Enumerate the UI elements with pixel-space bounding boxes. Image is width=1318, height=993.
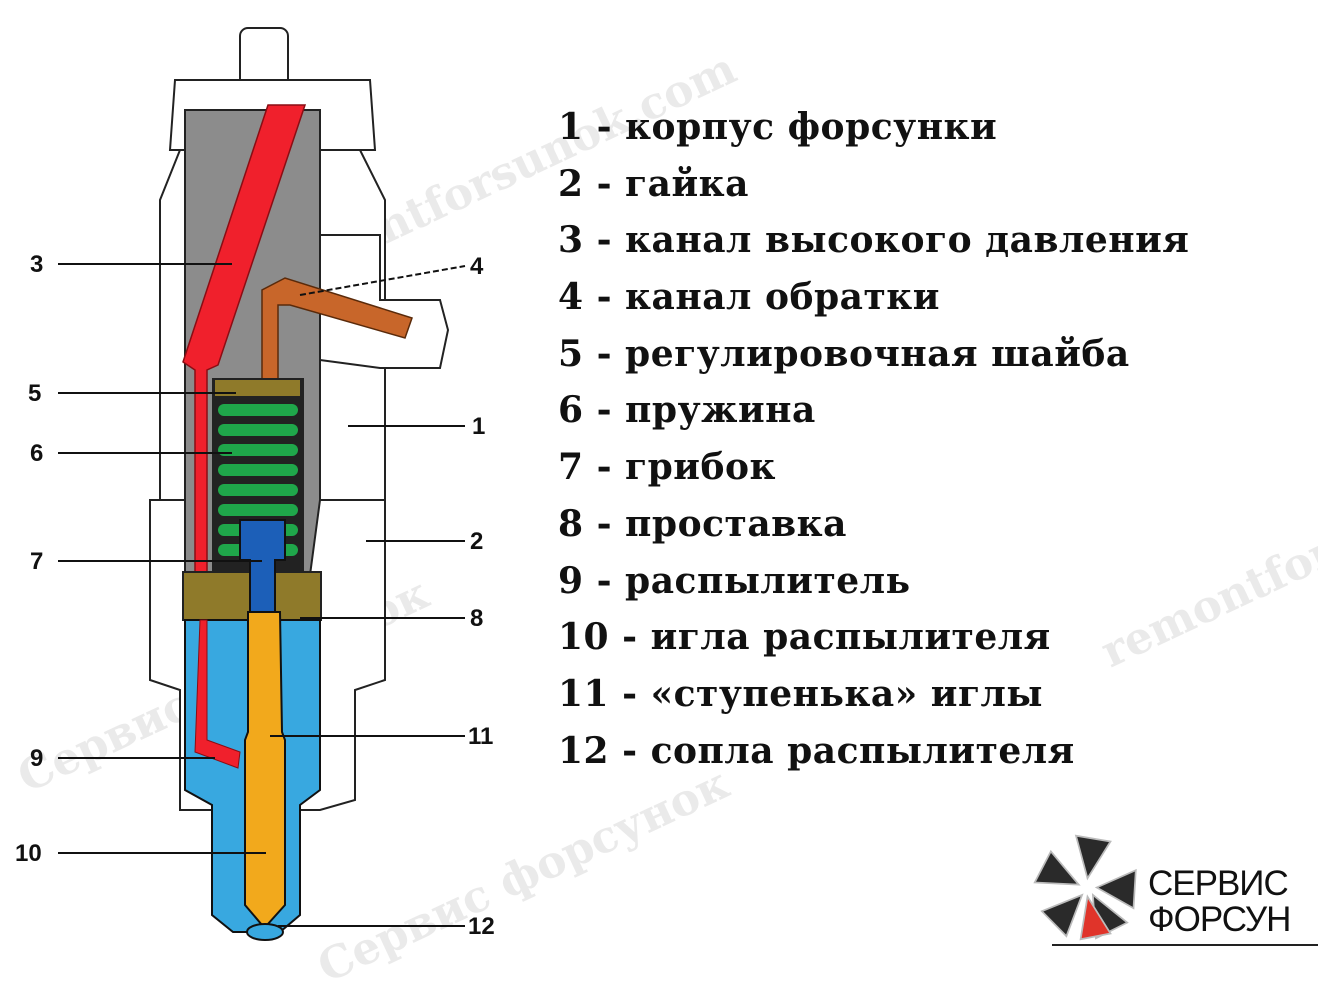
legend-item: 2 - гайка bbox=[558, 162, 749, 205]
legend-item: 6 - пружина bbox=[558, 389, 816, 432]
injector-cutaway: 3 5 6 7 9 10 4 1 2 8 11 12 bbox=[15, 27, 495, 941]
return-fitting bbox=[319, 234, 450, 369]
legend-item: 5 - регулировочная шайба bbox=[558, 332, 1130, 375]
nozzle-tip bbox=[246, 923, 284, 941]
legend-item: 7 - грибок bbox=[558, 446, 777, 489]
callout-9: 9 bbox=[30, 745, 43, 772]
callout-7: 7 bbox=[30, 548, 43, 575]
logo-line-1: СЕРВИС bbox=[1148, 864, 1289, 903]
legend-item: 12 - сопла распылителя bbox=[558, 729, 1075, 772]
legend-item: 3 - канал высокого давления bbox=[558, 219, 1190, 262]
logo-emblem-icon bbox=[1033, 834, 1137, 941]
legend-item: 4 - канал обратки bbox=[558, 276, 940, 319]
legend-item: 9 - распылитель bbox=[558, 559, 911, 602]
callout-8: 8 bbox=[470, 605, 483, 632]
adjusting-washer bbox=[215, 380, 300, 396]
callout-11: 11 bbox=[468, 723, 493, 750]
callout-1: 1 bbox=[472, 413, 485, 440]
callout-12: 12 bbox=[468, 913, 495, 940]
legend-item: 11 - «ступенька» иглы bbox=[558, 672, 1044, 715]
legend-item: 8 - проставка bbox=[558, 502, 847, 545]
parts-legend: 1 - корпус форсунки 2 - гайка 3 - канал … bbox=[558, 102, 1189, 782]
callout-2: 2 bbox=[470, 528, 483, 555]
logo-line-2: ФОРСУН bbox=[1148, 900, 1291, 939]
legend-item: 1 - корпус форсунки bbox=[558, 106, 998, 148]
needle bbox=[244, 611, 286, 926]
callout-3: 3 bbox=[30, 251, 43, 278]
callout-5: 5 bbox=[28, 380, 41, 407]
callout-6: 6 bbox=[30, 440, 43, 467]
brand-logo: СЕРВИС ФОРСУН bbox=[1030, 830, 1318, 950]
legend-item: 10 - игла распылителя bbox=[558, 616, 1051, 659]
return-channel bbox=[261, 277, 413, 386]
callout-10: 10 bbox=[15, 840, 42, 867]
callout-4: 4 bbox=[470, 253, 484, 280]
logo-underline bbox=[1052, 944, 1318, 946]
